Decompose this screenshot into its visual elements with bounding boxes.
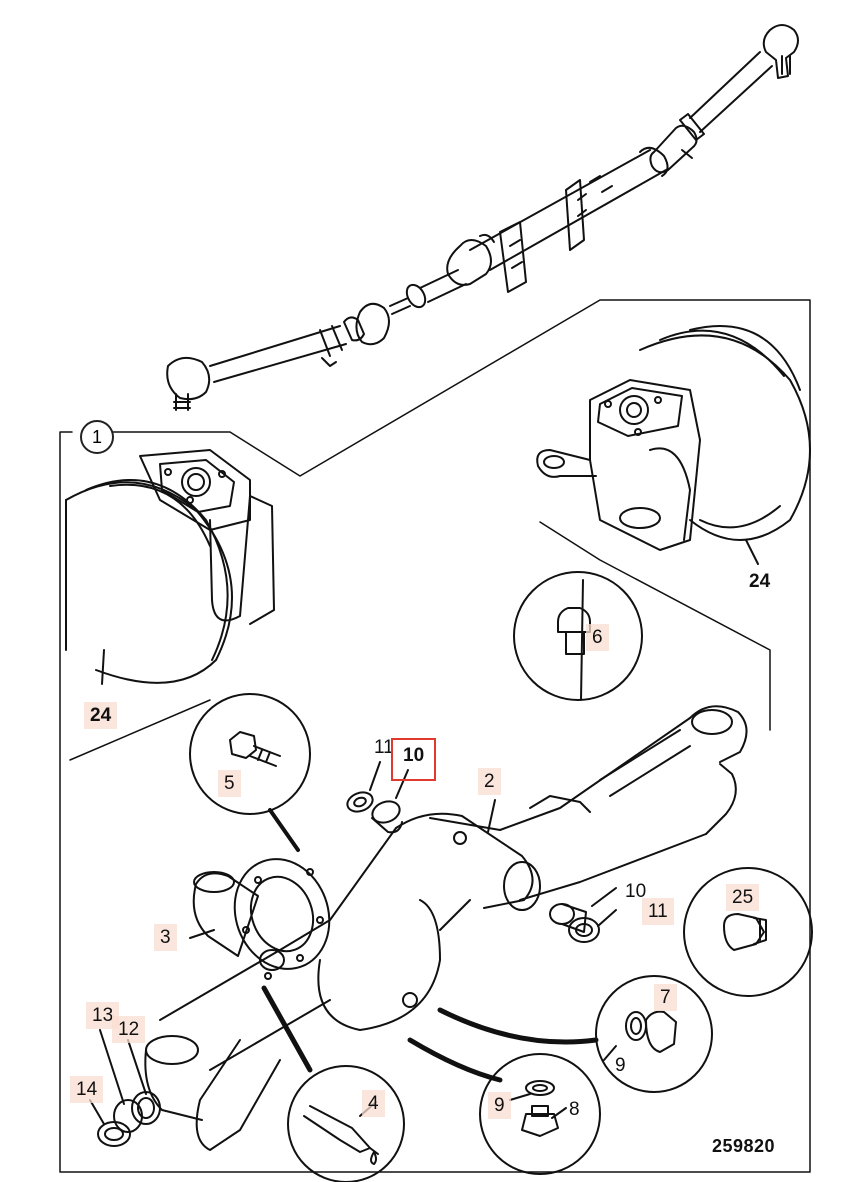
- callout-24-right: 24: [749, 571, 771, 592]
- callout-11-mid: 11: [642, 898, 674, 925]
- detail-circle-5: [189, 693, 311, 852]
- callout-12: 12: [112, 1016, 146, 1043]
- assembly-boundary: [59, 299, 811, 1173]
- detail-circle-7: [437, 975, 713, 1093]
- callout-2: 2: [478, 768, 501, 795]
- detail-circle-8: [407, 1037, 601, 1175]
- right-hub-drum: [536, 325, 811, 551]
- small-parts: [89, 761, 617, 1147]
- drawing-number: 259820: [712, 1136, 776, 1156]
- callout-10-selected[interactable]: 10: [391, 738, 437, 781]
- callout-24-left: 24: [84, 702, 118, 729]
- detail-circle-6: [513, 571, 643, 701]
- steering-ram: [166, 24, 799, 411]
- callout-11-top: 11: [374, 737, 394, 758]
- leader-24: [101, 539, 759, 685]
- detail-circle-25: [683, 867, 813, 997]
- callout-7: 7: [654, 984, 677, 1011]
- callout-10-mid: 10: [625, 881, 647, 902]
- callout-4: 4: [362, 1090, 385, 1117]
- callout-9-lower: 9: [615, 1055, 626, 1076]
- callout-5: 5: [218, 770, 241, 797]
- callout-6: 6: [586, 624, 609, 651]
- assembly-marker: 1: [80, 420, 114, 454]
- callout-25: 25: [726, 884, 760, 911]
- left-hub-drum: [65, 449, 275, 684]
- callout-9-upper: 9: [488, 1092, 511, 1119]
- callout-3: 3: [154, 924, 177, 951]
- callout-14: 14: [70, 1076, 104, 1103]
- callout-8: 8: [569, 1099, 580, 1120]
- axle-beam: [144, 705, 748, 1151]
